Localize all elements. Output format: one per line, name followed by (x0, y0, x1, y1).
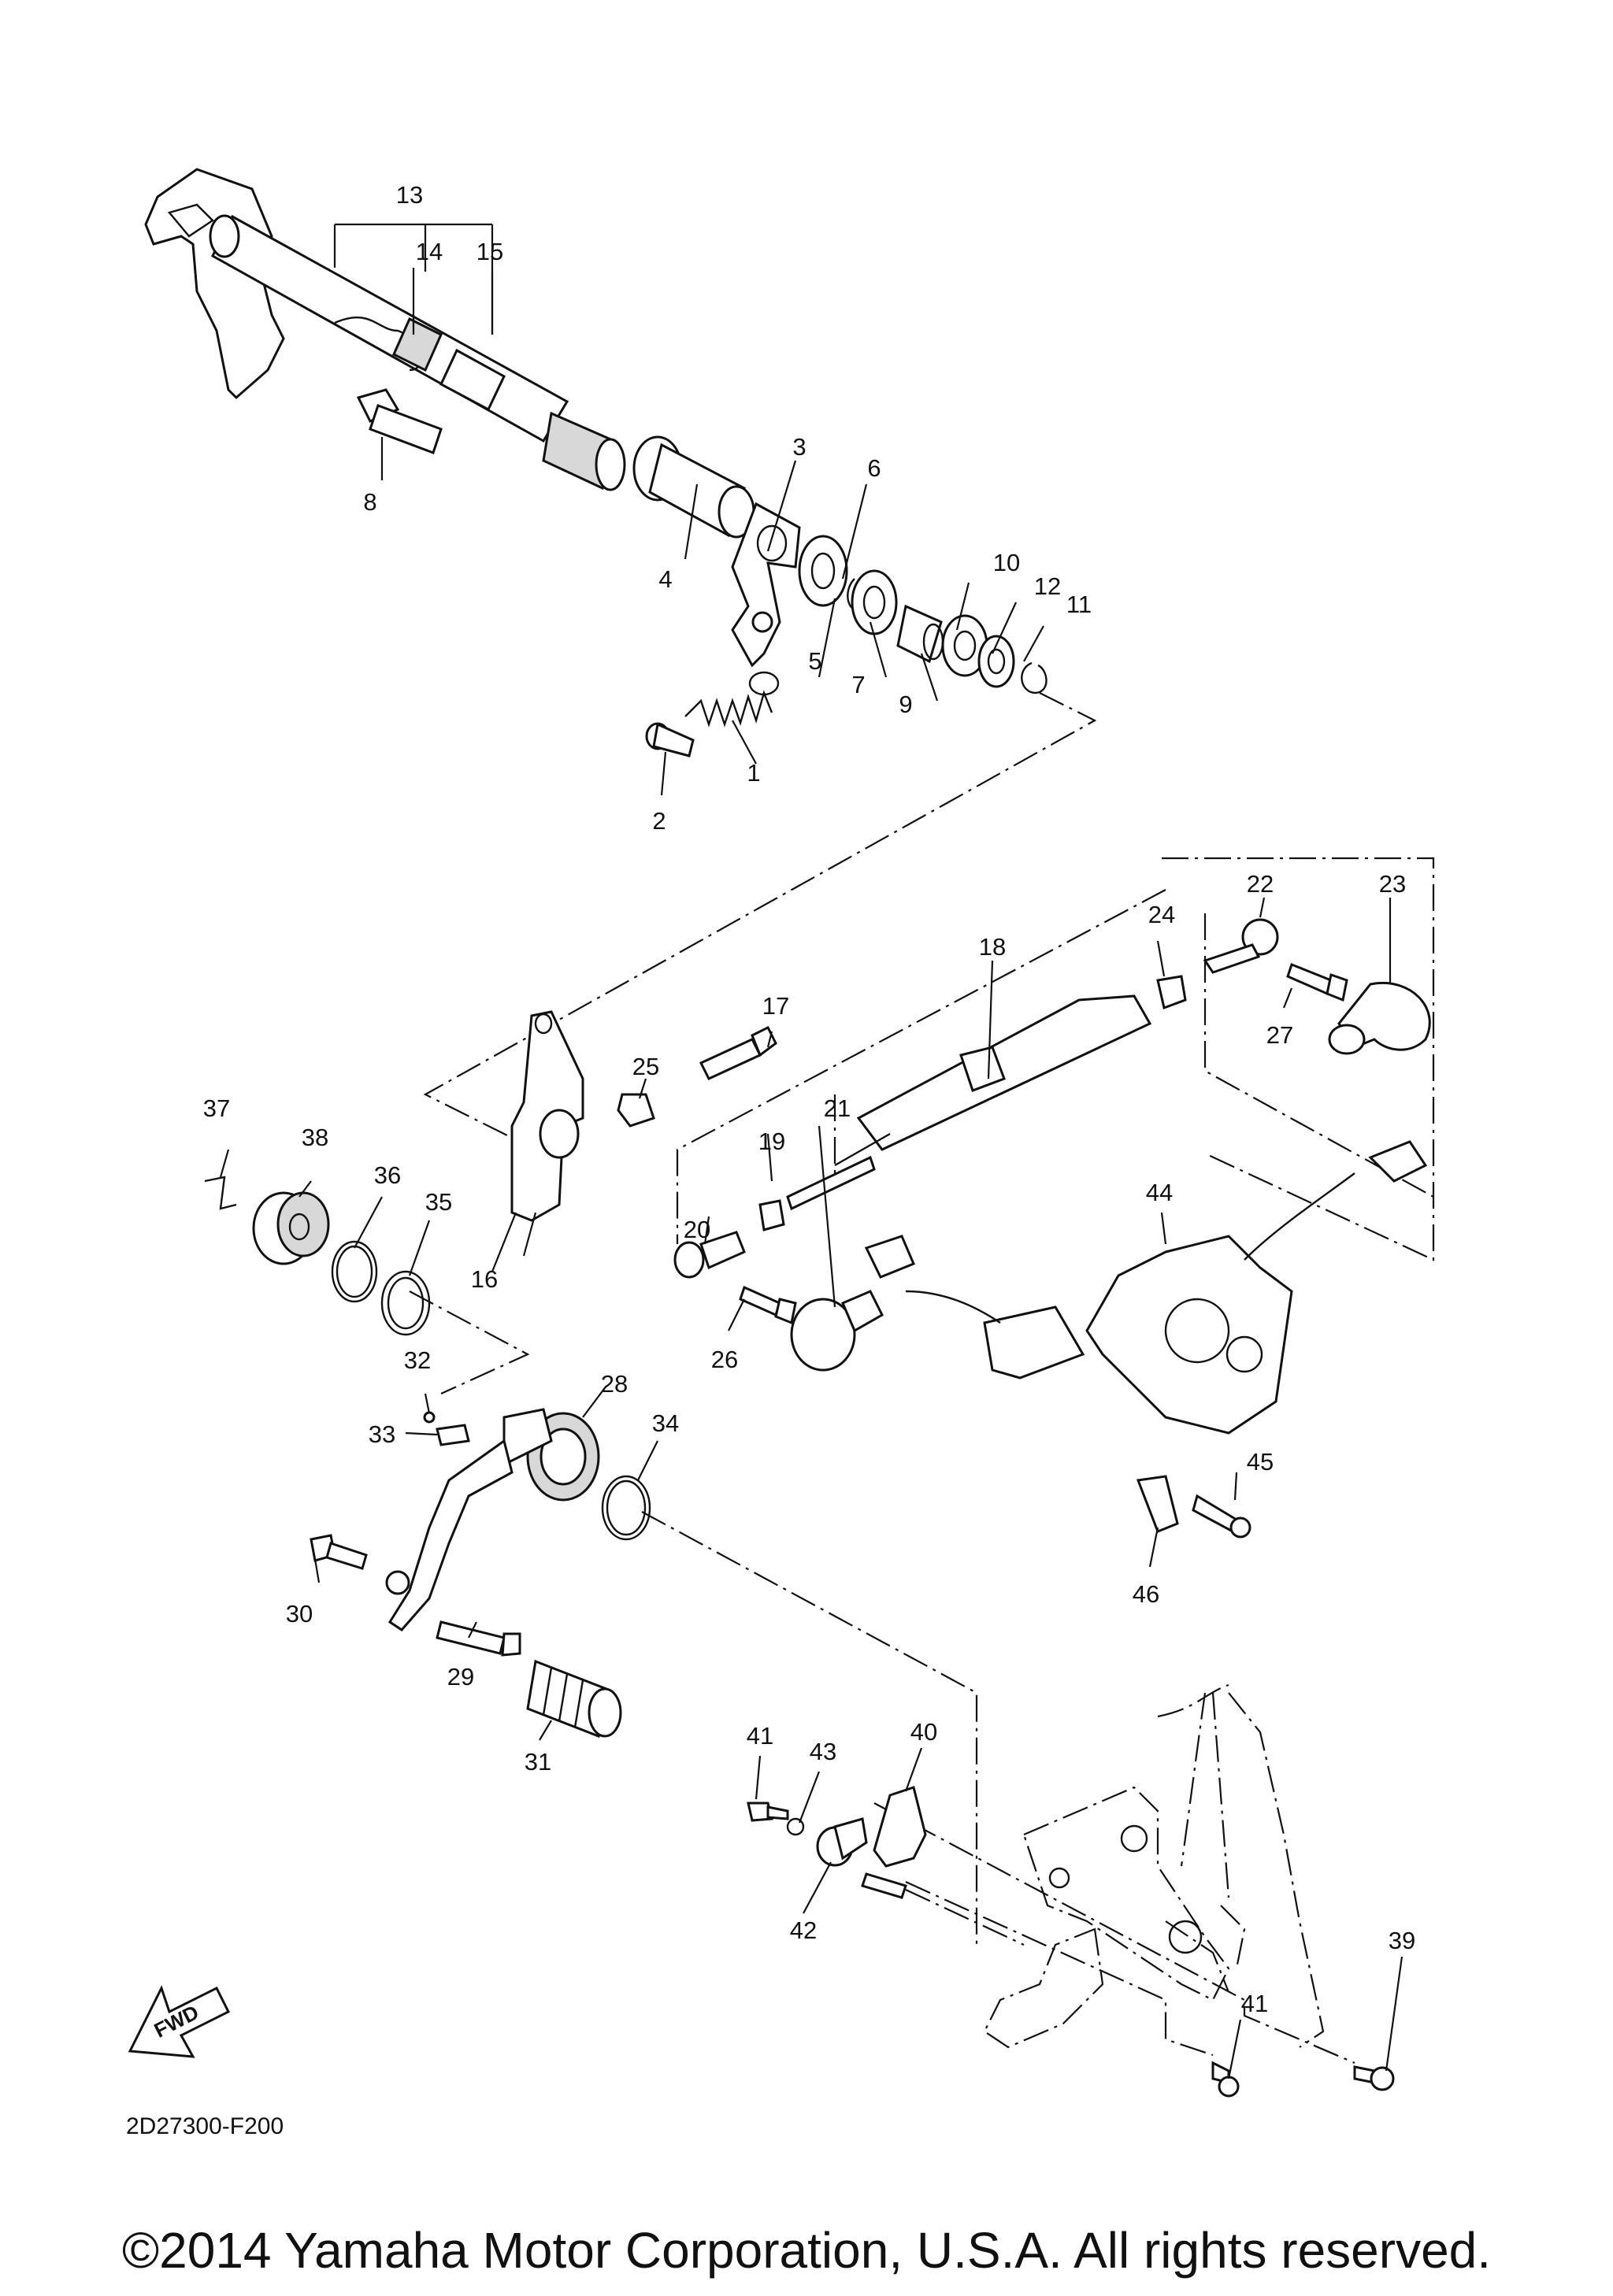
part-label-23: 23 (1379, 870, 1406, 898)
part-label-35: 35 (425, 1188, 452, 1216)
part-label-19: 19 (758, 1128, 785, 1155)
part-label-3: 3 (792, 433, 806, 461)
o-ring-36 (331, 1240, 378, 1303)
leader-lines (219, 223, 1403, 2079)
part-label-36: 36 (374, 1161, 401, 1189)
frame-outline (983, 1683, 1325, 2049)
copyright-notice: ©2014 Yamaha Motor Corporation, U.S.A. A… (122, 2222, 1491, 2279)
spring-1 (684, 671, 780, 728)
part-label-7: 7 (851, 671, 865, 698)
bearing-9 (896, 604, 944, 664)
pin-2 (645, 722, 695, 757)
part-label-10: 10 (993, 549, 1020, 576)
shift-actuator-44 (864, 1140, 1428, 1435)
part-label-16: 16 (471, 1265, 498, 1293)
part-label-31: 31 (525, 1748, 551, 1776)
nut-19 (758, 1199, 785, 1231)
clip-37 (204, 1176, 237, 1210)
part-label-18: 18 (979, 933, 1006, 961)
bolt-29 (436, 1620, 521, 1657)
part-label-24: 24 (1148, 901, 1175, 928)
part-label-30: 30 (286, 1600, 313, 1628)
nut-25 (617, 1093, 655, 1128)
o-ring-34 (601, 1475, 651, 1541)
bolt-39 (1353, 2065, 1395, 2091)
bolt-33 (423, 1411, 470, 1446)
part-label-8: 8 (363, 488, 376, 516)
bolt-20 (673, 1231, 746, 1279)
part-label-33: 33 (369, 1420, 395, 1448)
bolt-27 (1286, 963, 1348, 1002)
stopper-lever-3 (731, 502, 801, 668)
part-label-20: 20 (684, 1216, 710, 1243)
shift-arm-16 (510, 1010, 584, 1222)
part-label-32: 32 (404, 1346, 431, 1374)
bolt-17 (699, 1025, 777, 1080)
rod-end-21 (790, 1290, 884, 1372)
shift-rod-18 (786, 994, 1152, 1211)
part-label-34: 34 (652, 1409, 679, 1437)
part-label-44: 44 (1146, 1179, 1173, 1206)
washer-6 (798, 535, 848, 607)
part-label-38: 38 (302, 1124, 328, 1151)
part-label-11: 11 (1066, 591, 1092, 618)
circlip-11 (1021, 661, 1048, 694)
part-label-46: 46 (1133, 1580, 1159, 1608)
collar-4 (632, 435, 755, 539)
bolt-26 (739, 1285, 797, 1325)
assembly-lines (409, 692, 1435, 2065)
bolt-8 (356, 388, 443, 454)
part-label-37: 37 (203, 1094, 230, 1122)
part-label-15: 15 (476, 238, 503, 265)
bolt-41-upper (747, 1802, 789, 1822)
part-label-40: 40 (910, 1718, 937, 1746)
part-label-41-lower: 41 (1241, 1990, 1268, 2017)
forward-arrow-icon: FWD (128, 1985, 231, 2058)
part-label-5: 5 (808, 647, 821, 675)
part-label-13: 13 (396, 181, 423, 209)
rubber-31 (526, 1659, 622, 1739)
part-label-1: 1 (747, 759, 760, 787)
part-label-45: 45 (1247, 1448, 1274, 1476)
part-label-39: 39 (1389, 1927, 1415, 1954)
nut-24 (1156, 975, 1187, 1010)
part-label-29: 29 (447, 1663, 474, 1691)
part-label-17: 17 (762, 992, 789, 1020)
part-label-43: 43 (810, 1738, 836, 1765)
part-label-2: 2 (652, 807, 666, 835)
bracket-46 (1136, 1475, 1179, 1533)
washer-7 (851, 569, 898, 635)
part-label-14: 14 (416, 238, 443, 265)
part-label-6: 6 (867, 454, 881, 482)
diagram-code: 2D27300-F200 (126, 2113, 284, 2139)
washer-43 (786, 1817, 805, 1836)
oil-seal-38 (252, 1191, 330, 1265)
part-label-27: 27 (1266, 1021, 1293, 1049)
part-label-41-upper: 41 (747, 1722, 773, 1750)
part-label-42: 42 (790, 1916, 817, 1944)
o-ring-35 (380, 1270, 431, 1336)
shift-pedal-28 (385, 1408, 600, 1631)
washer-12 (977, 635, 1015, 688)
part-labels: 13 14 15 8 3 6 4 10 12 11 5 7 9 1 2 22 2… (203, 181, 1415, 2017)
plate-42 (816, 1817, 868, 1867)
part-label-9: 9 (899, 691, 912, 718)
part-label-4: 4 (658, 565, 672, 593)
bracket-40 (861, 1786, 927, 1899)
part-label-22: 22 (1247, 870, 1274, 898)
joint-cover-23 (1328, 982, 1431, 1055)
part-label-26: 26 (711, 1346, 738, 1373)
rod-end-22 (1203, 918, 1279, 974)
bolt-41-lower (1211, 2061, 1240, 2098)
part-label-28: 28 (601, 1370, 628, 1398)
part-label-12: 12 (1034, 572, 1061, 600)
bolt-45 (1192, 1494, 1251, 1539)
part-label-21: 21 (824, 1094, 851, 1122)
bolt-30 (310, 1534, 368, 1570)
part-label-25: 25 (632, 1053, 659, 1080)
shift-shaft-assembly (144, 168, 626, 491)
